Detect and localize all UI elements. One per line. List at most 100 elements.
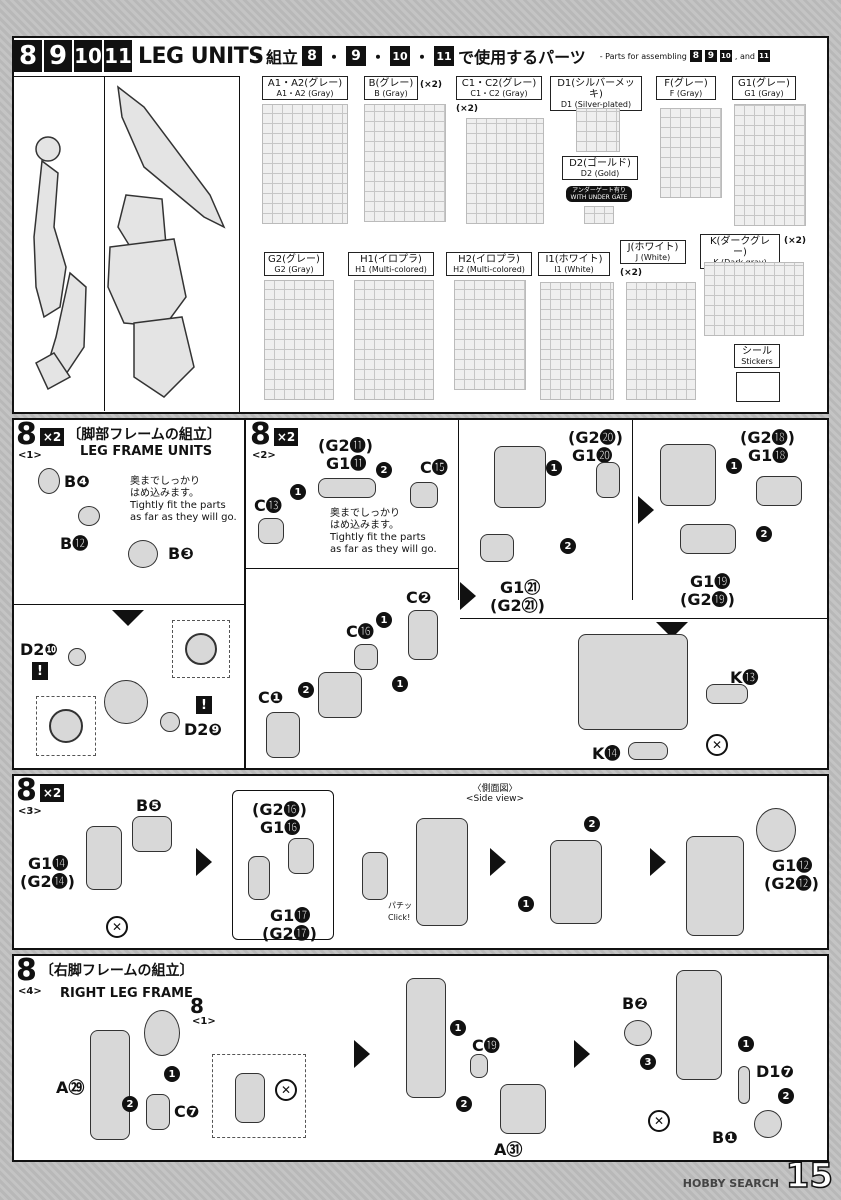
label-g2-12: (G2⓬) [764, 874, 819, 893]
runner-g2-image [264, 280, 334, 400]
runner-k-image [704, 262, 804, 336]
illustration-divider [104, 77, 105, 411]
label-c7: C❼ [174, 1102, 200, 1121]
step-10-badge: 10 [74, 40, 102, 72]
label-g1-12: G1⓬ [772, 856, 813, 875]
label-k14: K⓮ [592, 744, 621, 763]
step8-1-num: 8 [16, 417, 37, 452]
label-b3: B❸ [168, 544, 194, 563]
runner-i1-jp: I1(ホワイト) [545, 254, 603, 265]
step8-4-title-en: RIGHT LEG FRAME [60, 986, 193, 1001]
runner-d1-en: D1 (Silver-plated) [560, 100, 632, 109]
label-b12: B⓬ [60, 534, 89, 553]
order-2-e: 2 [584, 816, 600, 832]
leg-drawing [33, 85, 226, 398]
label-c2: C❷ [406, 588, 432, 607]
arrow-8-4-b [574, 1040, 590, 1068]
part-g1-17 [248, 856, 270, 900]
step8-1-note: 奥までしっかり はめ込みます。 Tightly fit the parts as… [130, 476, 240, 524]
part-leg-frame-a [406, 978, 446, 1098]
runner-a-image [262, 104, 348, 224]
step8-2-num: 8 [250, 417, 271, 452]
order-1-e: 1 [726, 458, 742, 474]
divider-h3 [14, 604, 244, 605]
runner-d2-image [584, 206, 614, 224]
parts-sub-en: - Parts for assembling 8 9 10 , and 11 [600, 50, 770, 62]
part-b2 [624, 1020, 652, 1046]
runner-j: J(ホワイト)J (White) [620, 240, 686, 264]
part-d1-7 [738, 1066, 750, 1104]
runner-d2-en: D2 (Gold) [580, 169, 620, 178]
detail-box-top [172, 620, 230, 678]
part-8-1-assembly [144, 1010, 180, 1056]
label-g2-18: (G2⓲) [740, 428, 795, 447]
part-b4 [38, 468, 60, 494]
do-not-cut-icon-2: ✕ [106, 916, 128, 938]
detail-ring-bottom [49, 709, 83, 743]
step-8-badge: 8 [14, 40, 42, 72]
parts-heading-prefix: ・組立 [250, 48, 299, 67]
runner-b-jp: B(グレー) [368, 78, 414, 89]
step8-2-sub: <2> [252, 450, 276, 461]
part-side-hinge [362, 852, 388, 900]
parts-heading-suffix: で使用するパーツ [458, 48, 586, 67]
arrow-8-3-c [650, 848, 666, 876]
part-leg-frame-b [676, 970, 722, 1080]
label-g2-17: (G2⓱) [262, 924, 317, 943]
label-a31: A㉛ [494, 1140, 523, 1159]
part-assembled-thigh [578, 634, 688, 730]
order-1-c: 1 [392, 676, 408, 692]
order-1-h: 1 [450, 1020, 466, 1036]
label-b2: B❷ [622, 994, 648, 1013]
part-c1 [266, 712, 300, 758]
step8-4-num: 8 [16, 953, 37, 988]
runner-k-jp: K(ダークグレー) [709, 236, 771, 258]
order-2-d: 2 [756, 526, 772, 542]
do-not-cut-icon-3: ✕ [275, 1079, 297, 1101]
title-text: LEG UNITS [138, 43, 264, 69]
label-b4: B❹ [64, 472, 90, 491]
label-g1-19: G1⓳ [690, 572, 731, 591]
part-b12 [78, 506, 100, 526]
runner-f: F(グレー)F (Gray) [656, 76, 716, 100]
part-c19 [470, 1054, 488, 1078]
runner-f-image [660, 108, 722, 198]
runner-h1-image [354, 280, 434, 400]
order-2-g: 2 [456, 1096, 472, 1112]
step8-2-note: 奥までしっかり はめ込みます。 Tightly fit the parts as… [330, 508, 454, 556]
runner-h2-jp: H2(イロプラ) [458, 254, 520, 265]
divider-h1 [460, 618, 828, 619]
runner-j-en: J (White) [635, 253, 671, 262]
step8-3-head: 8 ×2 [16, 776, 65, 806]
heading-step-10: 10 [390, 46, 411, 66]
part-g1-18 [756, 476, 802, 506]
leg-illustration [14, 76, 240, 412]
part-g1-21 [480, 534, 514, 562]
runner-j-jp: J(ホワイト) [627, 242, 679, 253]
side-view-caption: 〈側面図〉 <Side view> [450, 784, 540, 804]
step8-3-qty: ×2 [39, 784, 65, 802]
step8-1-arrow-down [112, 610, 144, 626]
part-c7 [146, 1094, 170, 1130]
order-1-g: 1 [164, 1066, 180, 1082]
warning-icon-2: ! [196, 696, 212, 714]
sub-step-8: 8 [689, 50, 702, 62]
arrow-8-4-a [354, 1040, 370, 1068]
runner-d1: D1(シルバーメッキ)D1 (Silver-plated) [550, 76, 642, 111]
label-g1-11: G1⓫ [326, 454, 367, 473]
order-2-a: 2 [376, 462, 392, 478]
label-d2-9: D2❾ [184, 720, 222, 739]
runner-i1-en: I1 (White) [554, 265, 594, 274]
heading-sep-2: ・ [370, 48, 387, 67]
part-g1-16 [288, 838, 314, 874]
part-c16 [354, 644, 378, 670]
part-upper-leg-b [660, 444, 716, 506]
runner-a-en: A1・A2 (Gray) [276, 89, 334, 98]
step8-4-title-jp: 〔右脚フレームの組立〕 [39, 963, 194, 979]
label-g2-19: (G2⓳) [680, 590, 735, 609]
do-not-cut-icon-1: ✕ [706, 734, 728, 756]
step8-2-head: 8 ×2 [250, 417, 299, 452]
divider-v2 [458, 420, 459, 600]
do-not-cut-icon-4: ✕ [648, 1110, 670, 1132]
label-c1: C❶ [258, 688, 284, 707]
